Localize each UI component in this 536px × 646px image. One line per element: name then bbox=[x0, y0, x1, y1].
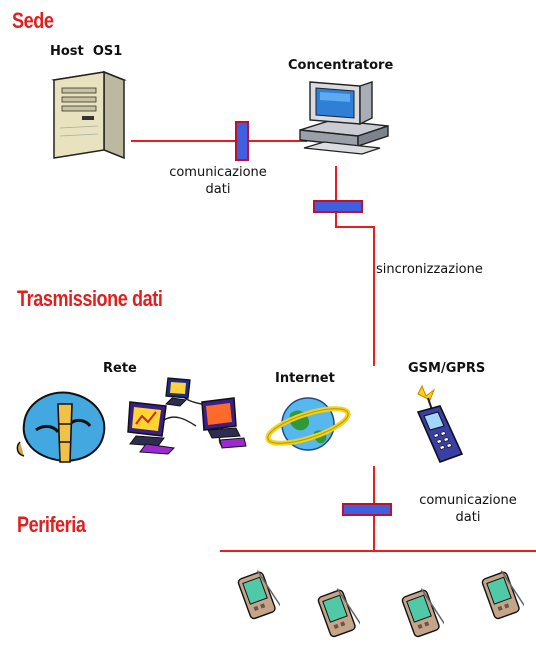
host-concentratore-line bbox=[131, 140, 307, 142]
concentratore-down-line bbox=[335, 166, 337, 228]
internet-label: Internet bbox=[275, 371, 335, 386]
section-sede: Sede bbox=[12, 8, 54, 33]
comunicazione-text: comunicazione bbox=[419, 493, 517, 508]
section-periferia: Periferia bbox=[17, 512, 86, 537]
gsm-gprs-label: GSM/GPRS bbox=[408, 361, 486, 376]
periferia-bus-line bbox=[220, 550, 536, 552]
connector-bottom-icon bbox=[342, 503, 392, 516]
handheld-icon bbox=[480, 570, 524, 622]
concentratore-label: Concentratore bbox=[288, 58, 394, 73]
handheld-icon bbox=[316, 588, 360, 640]
network-icon bbox=[124, 374, 248, 464]
rete-label: Rete bbox=[103, 361, 137, 376]
comunicazione-dati-label-bottom: comunicazione dati bbox=[403, 492, 533, 526]
dati-text: dati bbox=[455, 510, 481, 525]
comunicazione-text: comunicazione bbox=[169, 165, 267, 180]
comunicazione-dati-label-top: comunicazione dati bbox=[152, 164, 284, 198]
handheld-icon bbox=[400, 588, 444, 640]
mobile-phone-icon bbox=[408, 384, 468, 466]
concentratore-right-line bbox=[335, 226, 375, 228]
sincronizzazione-label: sincronizzazione bbox=[376, 262, 483, 277]
handheld-icon bbox=[236, 570, 280, 622]
section-trasmissione-dati: Trasmissione dati bbox=[17, 286, 163, 311]
connector-middle-icon bbox=[313, 200, 363, 213]
globe-icon bbox=[264, 388, 354, 460]
host-label: Host OS1 bbox=[50, 44, 123, 59]
dati-text: dati bbox=[205, 182, 231, 197]
sync-vertical-line bbox=[373, 226, 375, 366]
server-icon bbox=[44, 66, 134, 166]
connector-top-icon bbox=[235, 121, 249, 161]
mask-icon bbox=[14, 384, 110, 466]
computer-icon bbox=[298, 78, 390, 160]
